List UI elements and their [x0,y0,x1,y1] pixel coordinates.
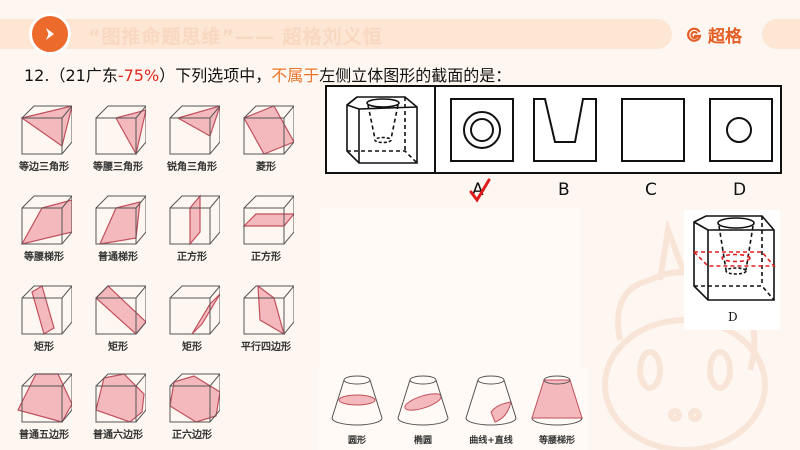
cube-section-item: 普通梯形 [84,194,152,263]
cube-square-vertical-icon [169,194,220,246]
section-label: 矩形 [182,342,202,353]
question-accuracy: -75% [117,66,160,85]
question-stem-end: 左侧立体图形的截面的是： [319,66,512,85]
question-source: （21广东 [49,66,118,85]
cube-section-item: 等边三角形 [10,104,78,173]
solution-card: D [684,210,780,330]
question-source-close: ） [159,66,176,85]
cube-trapezoid-icon [95,195,146,245]
cube-section-item: 普通五边形 [10,372,78,441]
section-label: 普通五边形 [19,430,69,441]
cube-section-item: 等腰三角形 [84,104,152,173]
section-label: 普通梯形 [98,252,138,263]
question-emphasis: 不属于 [271,66,320,85]
section-label: 圆形 [347,436,366,446]
section-label: 等边三角形 [19,162,69,173]
section-label: 矩形 [108,342,128,353]
header-band-right [762,19,800,49]
brand-name: 超格 [708,27,742,47]
blank-area [320,208,580,368]
section-label: 平行四边形 [241,342,291,353]
option-a-figure[interactable] [450,98,514,162]
frustum-section-reference: 圆形 椭圆 曲线+直线 等腰梯形 [318,368,588,450]
option-c-label[interactable]: C [645,180,657,200]
cube-isosceles-triangle-icon [95,105,146,156]
header-title: “图推命题思维”—— 超格刘义恒 [88,26,383,48]
option-c-figure[interactable] [621,98,685,162]
option-d-label[interactable]: D [733,180,747,200]
cube-section-item: 矩形 [10,284,78,353]
cube-equilateral-triangle-icon [20,105,72,155]
frustum-trapezoid-icon [531,375,583,426]
cube-hexagon-icon [95,373,146,423]
cube-isosceles-trapezoid-icon [20,195,72,245]
cube-section-item: 矩形 [84,284,152,353]
figure-divider [434,87,436,172]
section-label: 椭圆 [413,436,432,446]
brand-logo-g-icon [687,27,702,42]
section-label: 等腰三角形 [93,162,143,173]
cube-rectangle-diagonal-icon [95,285,146,335]
cube-section-item: 等腰梯形 [10,194,78,263]
option-d-figure[interactable] [709,98,773,162]
section-label: 矩形 [34,342,54,353]
frustum-section-item: 曲线+直线 [458,374,524,446]
frustum-circle-icon [331,375,383,426]
frustum-section-item: 圆形 [324,374,390,446]
cube-square-horizontal-icon [242,195,294,245]
frustum-section-item: 等腰梯形 [524,374,590,446]
cube-regular-hexagon-icon [169,373,220,423]
question-number: 12. [24,66,50,85]
cube-section-item: 正六边形 [158,372,226,441]
section-label: 曲线+直线 [469,436,513,446]
cube-pentagon-icon [17,373,72,423]
cube-parallelogram-icon [243,284,294,336]
section-label: 等腰梯形 [24,252,64,263]
header-band [0,19,800,49]
chevron-right-icon [46,28,54,40]
cube-section-reference: 等边三角形 等腰三角形 锐角三角形 菱形 等腰梯形 普 [8,100,298,450]
section-label: 菱形 [256,162,276,173]
question-text: 12.（21广东-75%）下列选项中，不属于左侧立体图形的截面的是： [24,62,511,86]
cube-rhombus-icon [243,105,294,155]
section-label: 等腰梯形 [538,436,575,446]
cube-rectangle-icon [21,285,72,335]
question-stem-start: 下列选项中， [175,66,272,85]
question-figure-box [325,85,782,174]
cube-cut-plane-icon [692,215,776,301]
cube-section-item: 正方形 [232,194,300,263]
cube-section-item: 菱形 [232,104,300,173]
solution-label: D [728,310,738,324]
section-label: 正方形 [177,252,207,263]
option-a-label[interactable]: A [472,180,484,200]
cube-with-cup-hole-icon [346,96,418,164]
frustum-section-item: 椭圆 [390,374,456,446]
option-b-label[interactable]: B [558,180,570,200]
section-label: 普通六边形 [93,430,143,441]
header-band-left [0,19,672,49]
frustum-curve-line-icon [465,375,517,426]
cube-rectangle-corner-icon [169,285,220,335]
cube-acute-triangle-icon [169,105,220,155]
option-b-figure[interactable] [533,98,597,162]
cube-section-item: 矩形 [158,284,226,353]
section-label: 锐角三角形 [167,162,217,173]
section-label: 正六边形 [172,430,212,441]
frustum-ellipse-icon [397,375,449,426]
next-button[interactable] [29,13,71,55]
cube-section-item: 普通六边形 [84,372,152,441]
cube-section-item: 平行四边形 [232,284,300,353]
checkmark-icon [469,178,491,203]
brand-logo: 超格 [686,22,742,47]
section-label: 正方形 [251,252,281,263]
cube-section-item: 正方形 [158,194,226,263]
cube-section-item: 锐角三角形 [158,104,226,173]
